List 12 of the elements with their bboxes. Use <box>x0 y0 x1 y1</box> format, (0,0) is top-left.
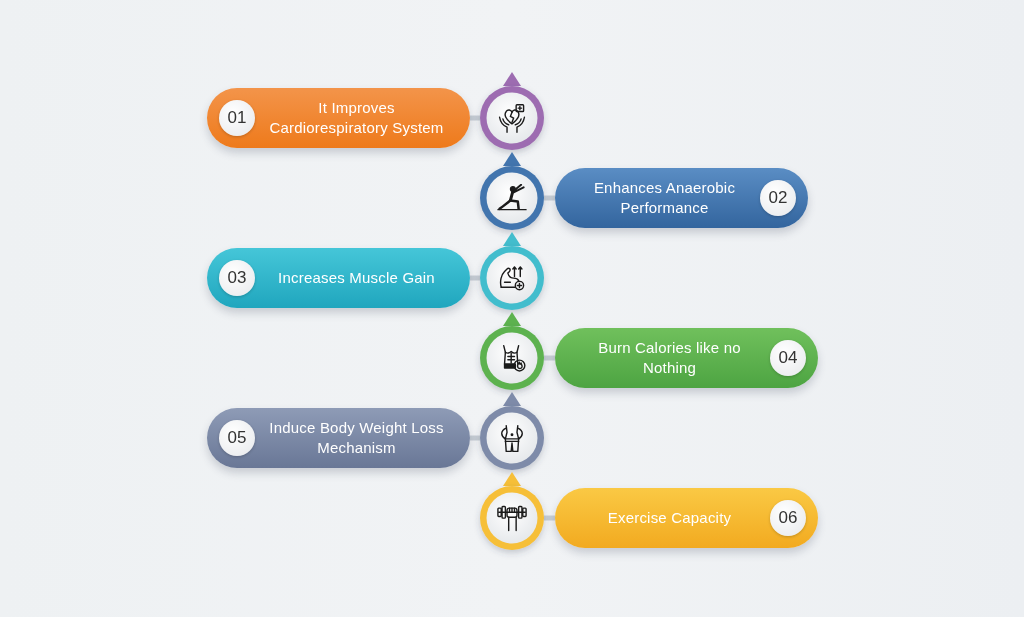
step-label: Exercise Capacity <box>606 508 733 528</box>
step-number: 06 <box>770 500 806 536</box>
step-label: Burn Calories like no Nothing <box>597 338 742 378</box>
step-number: 02 <box>760 180 796 216</box>
step-label: Increases Muscle Gain <box>277 268 436 288</box>
step-label: Induce Body Weight Loss Mechanism <box>268 418 445 458</box>
step-number: 04 <box>770 340 806 376</box>
step-label: It Improves Cardiorespiratory System <box>268 98 445 138</box>
step-number: 03 <box>219 260 255 296</box>
step-number: 05 <box>219 420 255 456</box>
step-label: Enhances Anaerobic Performance <box>592 178 737 218</box>
step-number: 01 <box>219 100 255 136</box>
